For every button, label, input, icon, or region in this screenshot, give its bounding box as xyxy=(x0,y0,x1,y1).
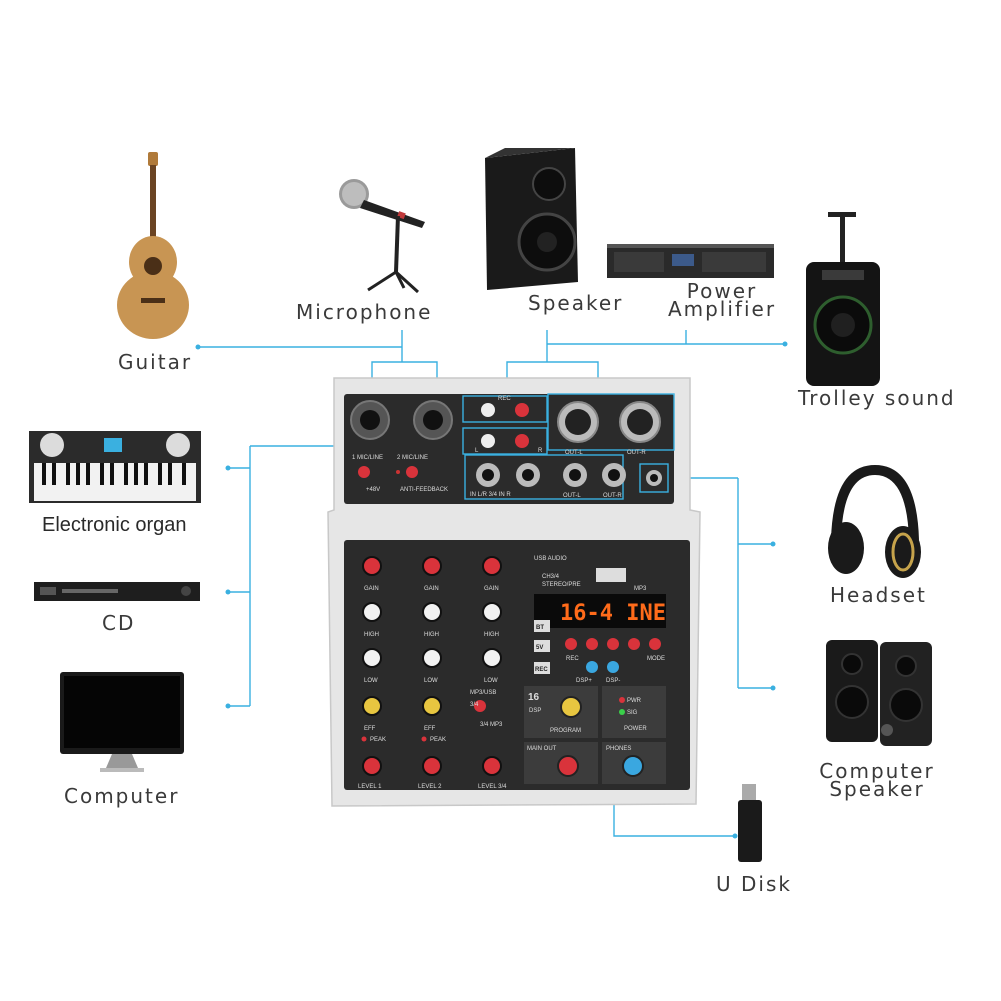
strip-label-2-ch3: LOW xyxy=(484,678,498,684)
stereo-pre-label: STEREO/PRE xyxy=(542,582,581,588)
usb-audio-label: USB AUDIO xyxy=(534,556,567,562)
power-amplifier-line2: Amplifier xyxy=(667,297,777,321)
knob-1-ch2[interactable] xyxy=(422,602,442,622)
u-disk-label: U Disk xyxy=(716,872,792,896)
power-amplifier-line1: Power xyxy=(686,279,758,303)
dsp-number: 16 xyxy=(528,692,540,703)
strip-label-2-ch1: LOW xyxy=(364,678,378,684)
rec-label: REC xyxy=(498,396,511,402)
knob-4-ch2[interactable] xyxy=(422,756,442,776)
electronic-organ-icon xyxy=(29,431,201,503)
knob-4-ch1[interactable] xyxy=(362,756,382,776)
computer-icon xyxy=(60,672,184,772)
u-disk-icon xyxy=(738,784,762,862)
mp3-34-label: 3/4 MP3 xyxy=(480,722,503,728)
knob-2-ch1[interactable] xyxy=(362,648,382,668)
out-r-jack-label: OUT-R xyxy=(603,493,622,499)
rec-button-label: REC xyxy=(535,667,548,673)
peak-label-ch1: PEAK xyxy=(370,737,386,743)
knob-0-ch1[interactable] xyxy=(362,556,382,576)
guitar-icon xyxy=(117,152,189,339)
out-r-xlr-label: OUT-R xyxy=(627,450,646,456)
knob-3-ch2[interactable] xyxy=(422,696,442,716)
strip-label-3-ch1: EFF xyxy=(364,726,376,732)
cd-player-icon xyxy=(34,582,200,601)
trolley-sound-icon xyxy=(806,212,880,386)
computer-speaker-line1: Computer xyxy=(819,759,935,783)
in2-label: 2 MIC/LINE xyxy=(397,455,428,461)
trolley-sound-label: Trolley sound xyxy=(798,386,956,410)
bt-label: BT xyxy=(536,625,544,631)
strip-label-1-ch3: HIGH xyxy=(484,632,499,638)
level-label-ch3: LEVEL 3/4 xyxy=(478,784,507,790)
knob-1-ch3[interactable] xyxy=(482,602,502,622)
knob-0-ch2[interactable] xyxy=(422,556,442,576)
computer-speaker-label: Computer Speaker xyxy=(812,759,942,801)
strip-label-1-ch2: HIGH xyxy=(424,632,439,638)
power-amplifier-label: Power Amplifier xyxy=(660,279,784,321)
ch34-label: CH3/4 xyxy=(542,574,560,580)
microphone-label: Microphone xyxy=(296,300,433,324)
mp3-label: MP3 xyxy=(634,586,647,592)
program-label: PROGRAM xyxy=(550,728,581,734)
ch34-small-label: 3/4 xyxy=(470,702,479,708)
speaker-icon xyxy=(485,148,578,290)
microphone-icon xyxy=(339,179,425,294)
rec-small-label: REC xyxy=(566,656,579,662)
wire-dots xyxy=(195,341,788,839)
l-label: L xyxy=(475,448,479,454)
power-amplifier-icon xyxy=(607,244,774,278)
knob-0-ch3[interactable] xyxy=(482,556,502,576)
strip-label-2-ch2: LOW xyxy=(424,678,438,684)
out-l-jack-label: OUT-L xyxy=(563,493,581,499)
headset-icon xyxy=(828,464,921,578)
strip-label-0-ch3: GAIN xyxy=(484,586,499,592)
led-display: 16-4 INE xyxy=(560,601,666,626)
main-out-label: MAIN OUT xyxy=(527,746,557,752)
guitar-label: Guitar xyxy=(118,350,193,374)
peak-led-ch1 xyxy=(361,736,367,742)
strip-label-0-ch2: GAIN xyxy=(424,586,439,592)
computer-speaker-line2: Speaker xyxy=(829,777,925,801)
channel-strip-labels: GAIN HIGH LOW EFF PEAK LEVEL 1 GAIN HIGH LOW EFF P… xyxy=(358,586,507,790)
in1-label: 1 MIC/LINE xyxy=(352,455,383,461)
anti-feedback-label: ANTI-FEEDBACK xyxy=(400,487,448,493)
knob-4-ch3[interactable] xyxy=(482,756,502,776)
5v-label: 5V xyxy=(536,645,543,651)
phantom-label: +48V xyxy=(366,487,380,493)
audio-mixer xyxy=(327,377,701,807)
peak-label-ch2: PEAK xyxy=(430,737,446,743)
knob-2-ch3[interactable] xyxy=(482,648,502,668)
level-label-ch1: LEVEL 1 xyxy=(358,784,382,790)
knob-3-ch1[interactable] xyxy=(362,696,382,716)
dsp-label: DSP xyxy=(529,708,541,714)
level-label-ch2: LEVEL 2 xyxy=(418,784,442,790)
mp3-usb-label: MP3/USB xyxy=(470,690,496,696)
cd-label: CD xyxy=(102,611,136,635)
computer-speaker-icon xyxy=(826,640,932,746)
pwr-label: PWR xyxy=(627,698,642,704)
dsp-minus-label: DSP- xyxy=(606,678,620,684)
strip-label-0-ch1: GAIN xyxy=(364,586,379,592)
dsp-plus-label: DSP+ xyxy=(576,678,592,684)
mixer-labels: 1 MIC/LINE 2 MIC/LINE +48V ANTI-FEEDBACK… xyxy=(352,396,666,752)
phones-label: PHONES xyxy=(606,746,631,752)
strip-label-1-ch1: HIGH xyxy=(364,632,379,638)
knob-2-ch2[interactable] xyxy=(422,648,442,668)
strip-label-3-ch2: EFF xyxy=(424,726,436,732)
mode-label: MODE xyxy=(647,656,665,662)
speaker-label: Speaker xyxy=(528,291,624,315)
out-l-xlr-label: OUT-L xyxy=(565,450,583,456)
knob-1-ch1[interactable] xyxy=(362,602,382,622)
electronic-organ-label: Electronic organ xyxy=(42,514,187,536)
sig-label: SIG xyxy=(627,710,638,716)
power-label: POWER xyxy=(624,726,647,732)
peak-led-ch2 xyxy=(421,736,427,742)
in34-label: IN L/R 3/4 IN R xyxy=(470,492,511,498)
computer-label: Computer xyxy=(64,784,180,808)
r-label: R xyxy=(538,448,543,454)
headset-label: Headset xyxy=(830,583,927,607)
